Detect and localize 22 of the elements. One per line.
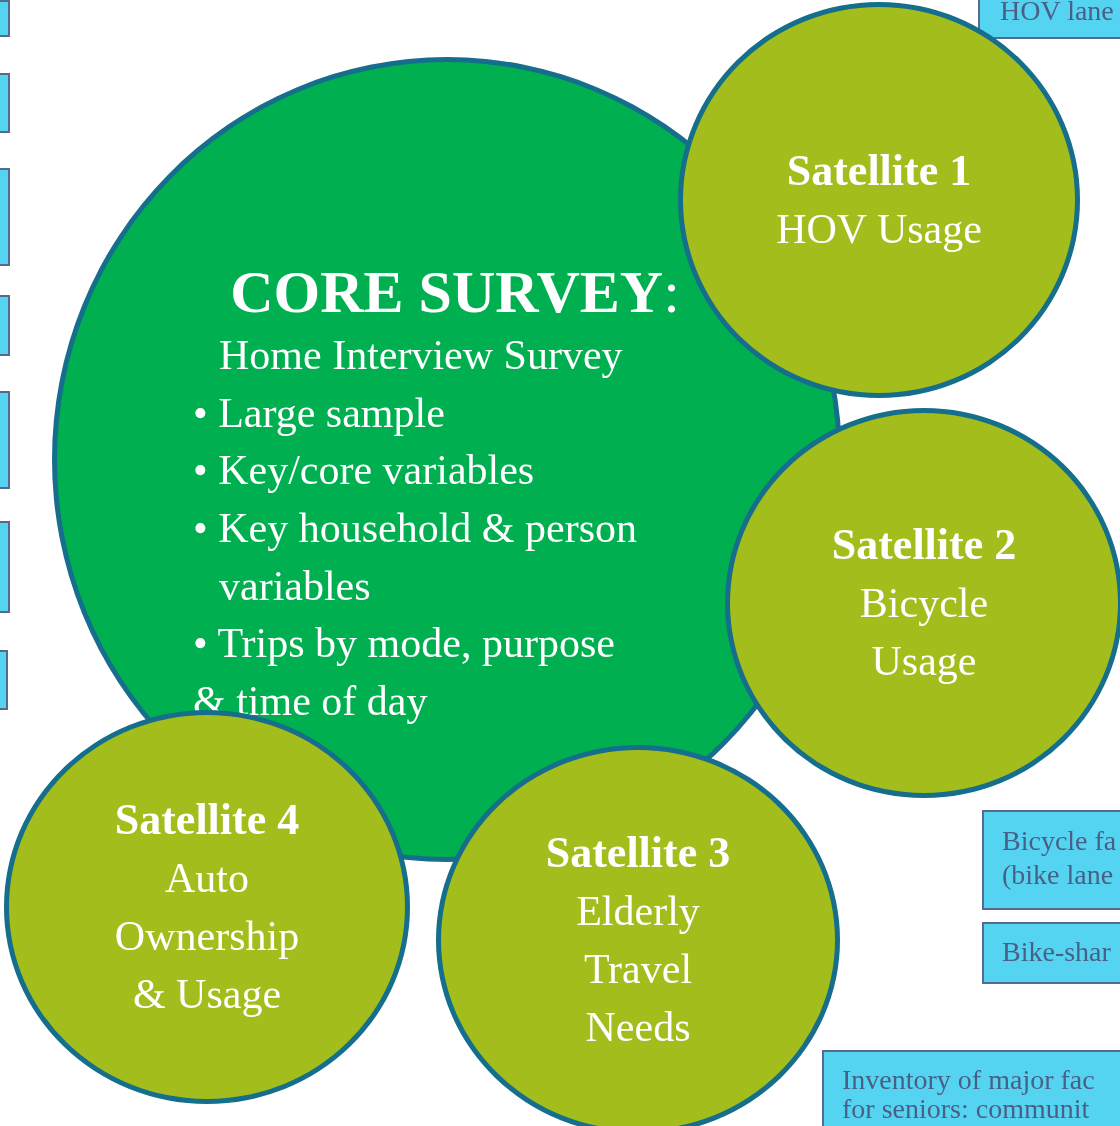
info-box [982, 810, 1120, 910]
circle-text: Auto Ownership & Usage [113, 854, 301, 1019]
bullet-item: • Key/core variables [193, 446, 535, 495]
circle-heading: Satellite 2 [831, 519, 1017, 571]
box-text: Bicycle fa [1002, 824, 1117, 858]
info-box [982, 922, 1120, 984]
circle-text: HOV Usage [776, 205, 982, 254]
circle-text: Bicycle Usage [858, 579, 990, 686]
info-box [978, 0, 1120, 39]
box-text: for seniors: communit [842, 1094, 1090, 1124]
subtitle: Home Interview Survey [219, 331, 623, 380]
box-text: (bike lane [1002, 858, 1114, 892]
circle-heading: Satellite 1 [786, 145, 972, 197]
box-text: HOV lane [1000, 0, 1114, 28]
box-text: Inventory of major fac [842, 1065, 1095, 1095]
core-title: CORE SURVEY: [229, 258, 681, 327]
circle-text: Elderly Travel Needs [575, 887, 701, 1052]
bullet-item: • Large sample [193, 389, 445, 438]
bullet-item: • Key household & person variables [193, 504, 638, 611]
circle-heading: Satellite 3 [545, 827, 731, 879]
box-text: Bike-shar [1002, 935, 1111, 969]
circle-heading: Satellite 4 [114, 794, 300, 846]
